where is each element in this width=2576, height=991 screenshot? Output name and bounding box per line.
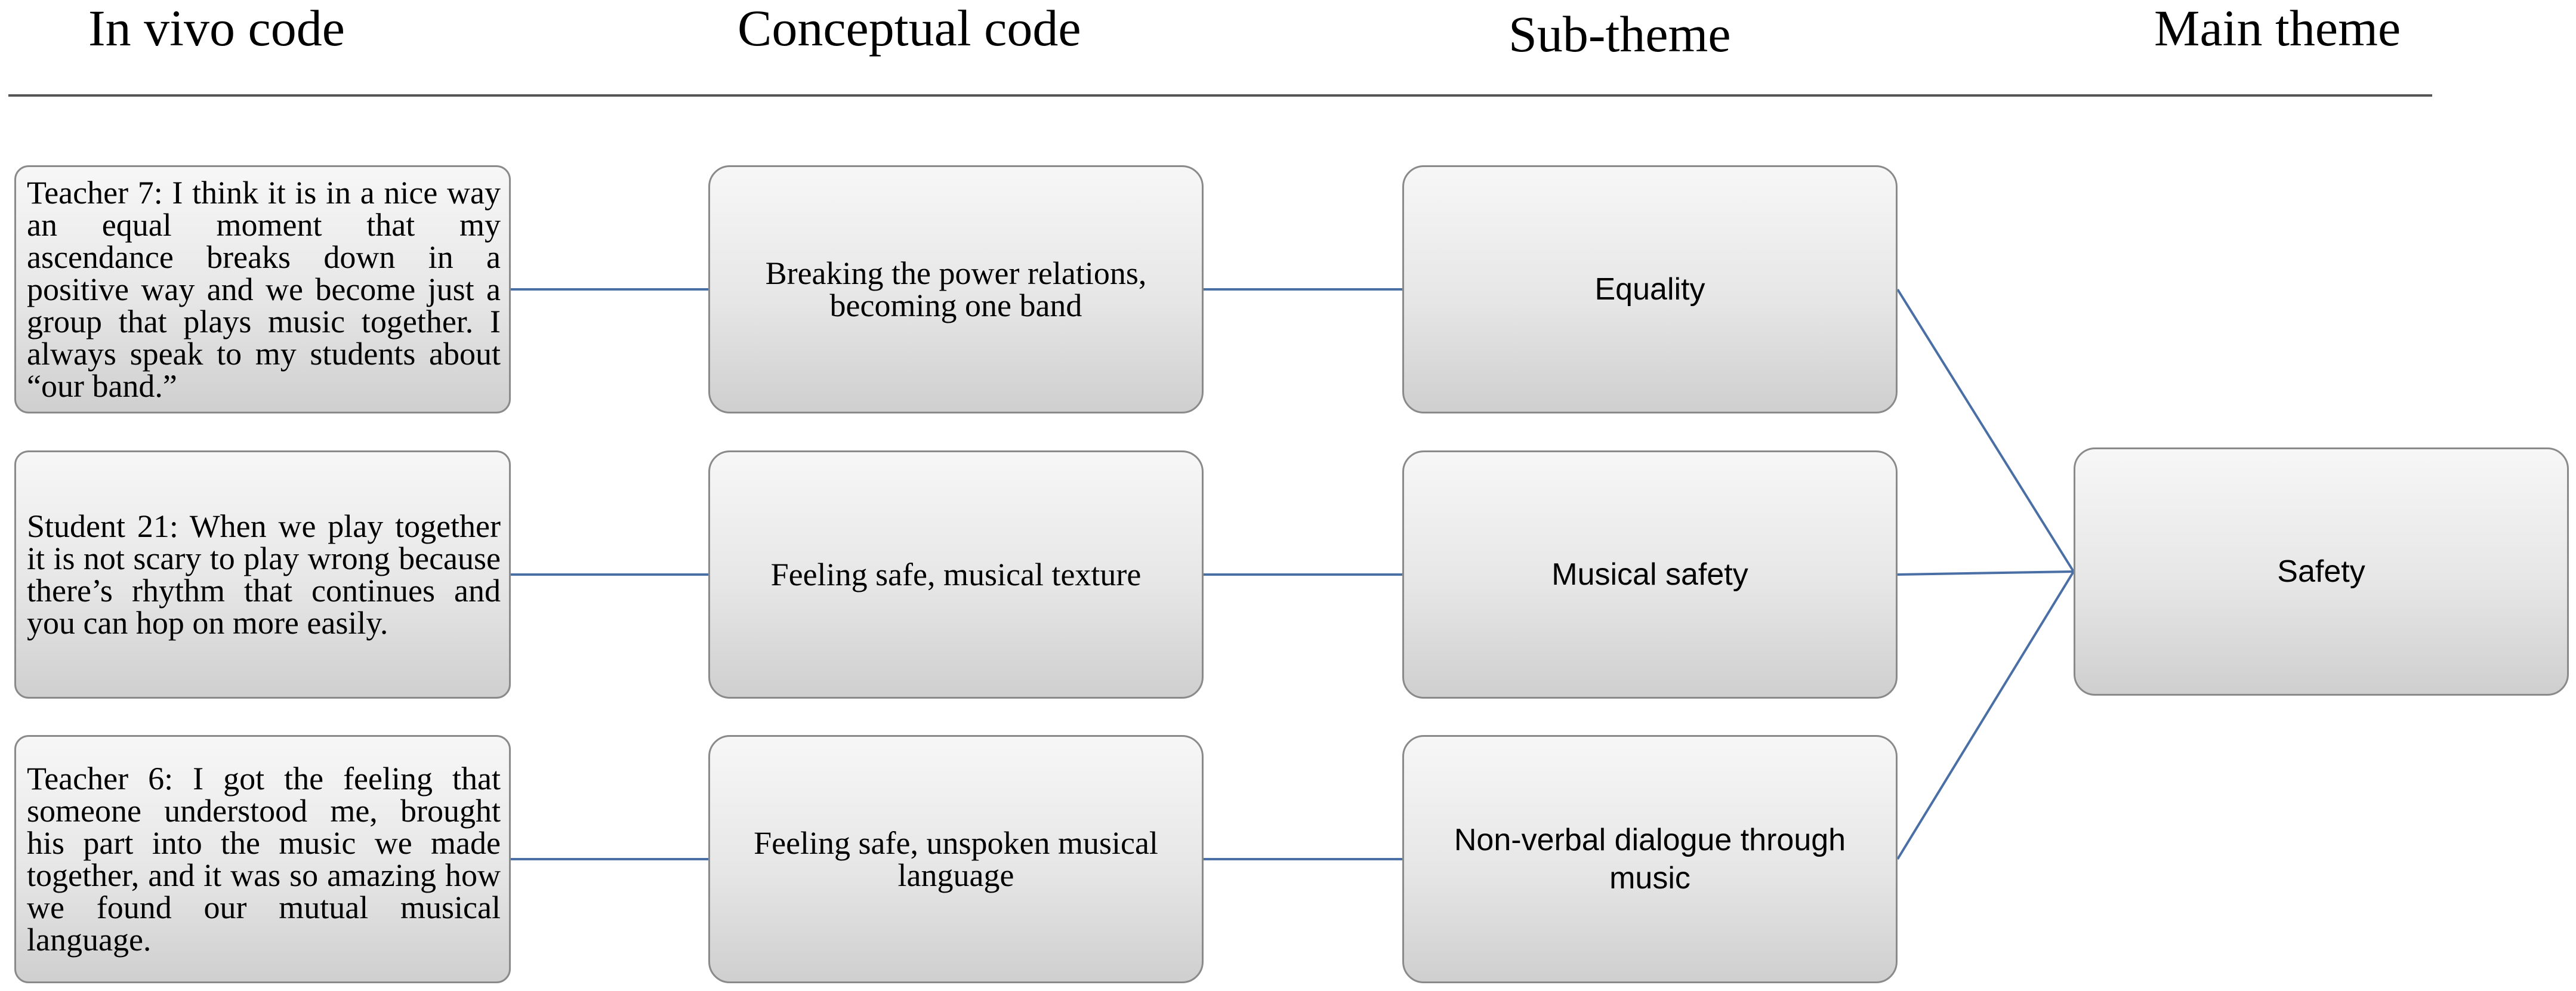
- in-vivo-quote-teacher-6: Teacher 6: I got the feeling that someon…: [14, 735, 511, 983]
- connector-sub2-to-main: [1897, 570, 2074, 576]
- quote-text: Teacher 6: I got the feeling that someon…: [27, 761, 501, 958]
- connector-sub1-to-main: [1896, 288, 2075, 573]
- conceptual-code-label: Feeling safe, unspoken musical language: [754, 825, 1158, 893]
- sub-theme-musical-safety: Musical safety: [1402, 450, 1898, 699]
- main-theme-label: Safety: [2277, 554, 2365, 589]
- conceptual-code-unspoken-language: Feeling safe, unspoken musical language: [708, 735, 1204, 983]
- sub-theme-equality: Equality: [1402, 165, 1898, 413]
- main-theme-safety: Safety: [2074, 447, 2569, 696]
- sub-theme-label: Equality: [1594, 272, 1705, 307]
- sub-theme-label: Non-verbal dialogue through music: [1454, 823, 1846, 896]
- header-divider: [8, 94, 2432, 97]
- connector-sub3-to-main: [1896, 570, 2075, 860]
- sub-theme-non-verbal-dialogue: Non-verbal dialogue through music: [1402, 735, 1898, 983]
- quote-text: Teacher 7: I think it is in a nice way a…: [27, 175, 501, 404]
- quote-text: Student 21: When we play together it is …: [27, 508, 501, 641]
- header-main-theme: Main theme: [2154, 0, 2401, 57]
- conceptual-code-label: Feeling safe, musical texture: [770, 557, 1142, 592]
- header-sub-theme: Sub-theme: [1508, 5, 1731, 63]
- conceptual-code-musical-texture: Feeling safe, musical texture: [708, 450, 1204, 699]
- conceptual-code-label: Breaking the power relations, becoming o…: [765, 255, 1147, 323]
- in-vivo-quote-student-21: Student 21: When we play together it is …: [14, 450, 511, 699]
- header-conceptual-code: Conceptual code: [738, 0, 1081, 57]
- in-vivo-quote-teacher-7: Teacher 7: I think it is in a nice way a…: [14, 165, 511, 413]
- conceptual-code-breaking-power-relations: Breaking the power relations, becoming o…: [708, 165, 1204, 413]
- header-in-vivo-code: In vivo code: [88, 0, 345, 57]
- sub-theme-label: Musical safety: [1551, 557, 1748, 592]
